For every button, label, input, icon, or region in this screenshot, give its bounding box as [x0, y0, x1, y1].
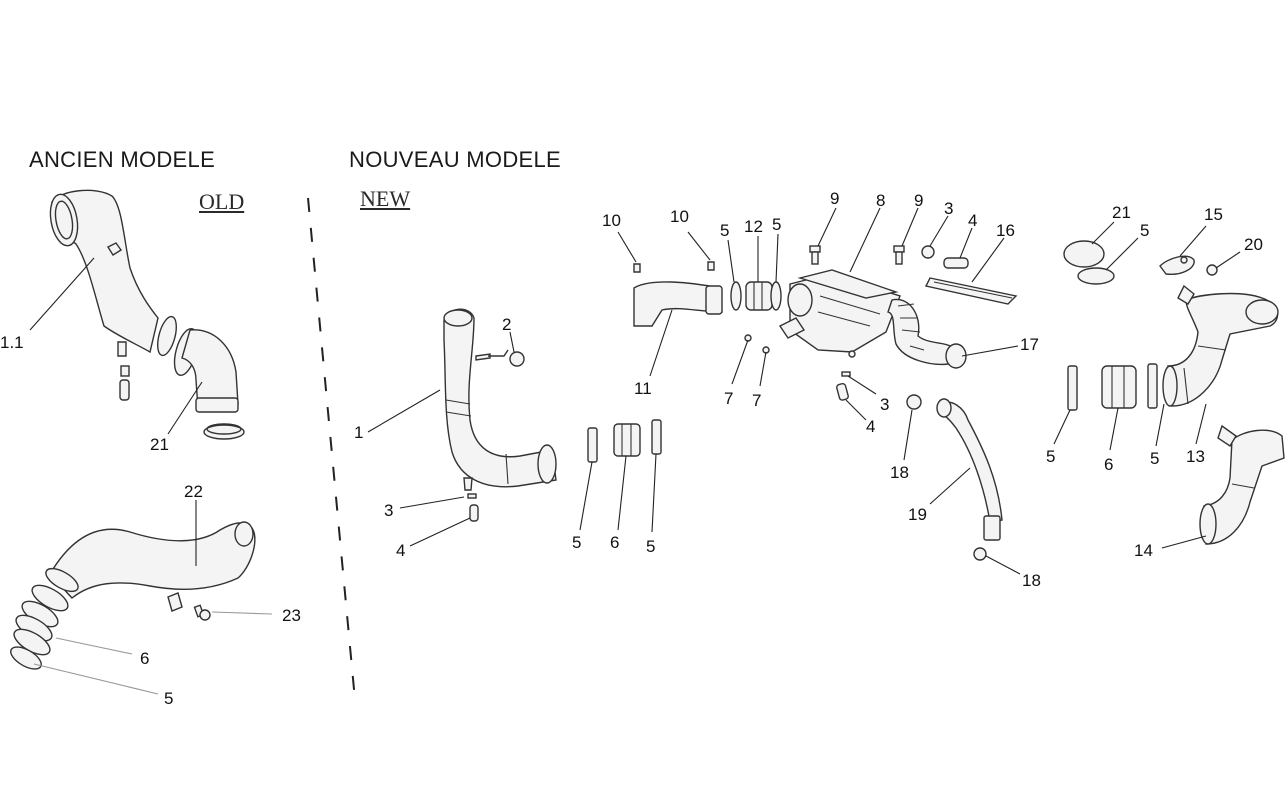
callout-1-new: 1 [354, 423, 363, 442]
callout-5-mid-b: 5 [646, 537, 655, 556]
callout-9-a: 9 [830, 189, 839, 208]
part-13-outlet-tube [1162, 284, 1279, 407]
callout-18-b: 18 [1022, 571, 1041, 590]
callout-17: 17 [1020, 335, 1039, 354]
part-8-airbox [744, 269, 901, 358]
callout-10-b: 10 [670, 207, 689, 226]
part-2-new-clip [488, 349, 525, 367]
part-1-1-old-intake-tube [49, 189, 159, 401]
callout-4-left: 4 [396, 541, 405, 560]
callout-19: 19 [908, 505, 927, 524]
callout-6-old: 6 [140, 649, 149, 668]
callout-9-b: 9 [914, 191, 923, 210]
callout-11: 11 [634, 379, 652, 398]
leader-lines [29, 207, 1241, 695]
callout-5-right-top: 5 [1140, 221, 1149, 240]
part-9-bolts [809, 245, 905, 265]
part-15-bracket [1159, 255, 1195, 275]
part-14-outlet-tube-alt [1199, 424, 1285, 545]
callout-2: 2 [502, 315, 511, 334]
part-16-filter-cover [924, 277, 1018, 305]
callout-6-right: 6 [1104, 455, 1113, 474]
callout-10-a: 10 [602, 211, 621, 230]
callout-6-mid: 6 [610, 533, 619, 552]
part-17-flex-hose [887, 298, 967, 369]
callout-13: 13 [1186, 447, 1205, 466]
old-model-heading: ANCIEN MODELE [29, 147, 216, 172]
callout-20: 20 [1244, 235, 1263, 254]
callout-5-old: 5 [164, 689, 173, 708]
part-10-screws [633, 261, 715, 273]
callout-3-mid: 3 [880, 395, 889, 414]
new-tag: NEW [360, 186, 411, 211]
callout-21-old: 21 [150, 435, 169, 454]
callout-14: 14 [1134, 541, 1153, 560]
callout-5-mid-a: 5 [572, 533, 581, 552]
part-5-6-5-new-couplers [587, 419, 662, 463]
old-new-divider [307, 197, 356, 701]
part-1-new-intake-tube [443, 308, 557, 491]
callout-4-top: 4 [968, 211, 977, 230]
callout-5-right-b: 5 [1150, 449, 1159, 468]
part-3-4-top-fittings [921, 245, 969, 269]
callout-23: 23 [282, 606, 301, 625]
callout-7-b: 7 [752, 391, 761, 410]
callout-21-right: 21 [1112, 203, 1131, 222]
callout-12: 12 [744, 217, 763, 236]
part-23-old-screw [193, 604, 211, 621]
part-22-old-tube [49, 521, 256, 612]
callout-8: 8 [876, 191, 885, 210]
part-21-old-elbow [156, 315, 245, 440]
callout-3-left: 3 [384, 501, 393, 520]
part-5-12-5-rings [730, 281, 782, 311]
callout-5-top-b: 5 [772, 215, 781, 234]
callout-15: 15 [1204, 205, 1223, 224]
callout-1-1: 1.1 [0, 333, 24, 352]
part-21-right-cap [1063, 240, 1115, 285]
part-3-4-mid-fittings [836, 371, 851, 401]
part-6-5-old-sleeves [10, 567, 79, 670]
callout-5-right-a: 5 [1046, 447, 1055, 466]
callout-labels: 1.1 21 22 23 6 5 2 1 3 4 5 6 5 10 10 5 1… [0, 189, 1263, 708]
part-3-4-new-left-fittings [467, 493, 479, 522]
callout-3-top: 3 [944, 199, 953, 218]
callout-5-top-a: 5 [720, 221, 729, 240]
part-19-breather-tube [906, 394, 1003, 561]
part-11-inlet-duct [633, 281, 723, 327]
callout-22: 22 [184, 482, 203, 501]
old-tag: OLD [199, 189, 245, 214]
part-5-6-5-right-couplers [1067, 363, 1158, 411]
callout-16: 16 [996, 221, 1015, 240]
new-model-heading: NOUVEAU MODELE [349, 147, 562, 172]
callout-7-a: 7 [724, 389, 733, 408]
callout-4-mid: 4 [866, 417, 875, 436]
callout-18-a: 18 [890, 463, 909, 482]
part-20-screw [1206, 264, 1218, 276]
